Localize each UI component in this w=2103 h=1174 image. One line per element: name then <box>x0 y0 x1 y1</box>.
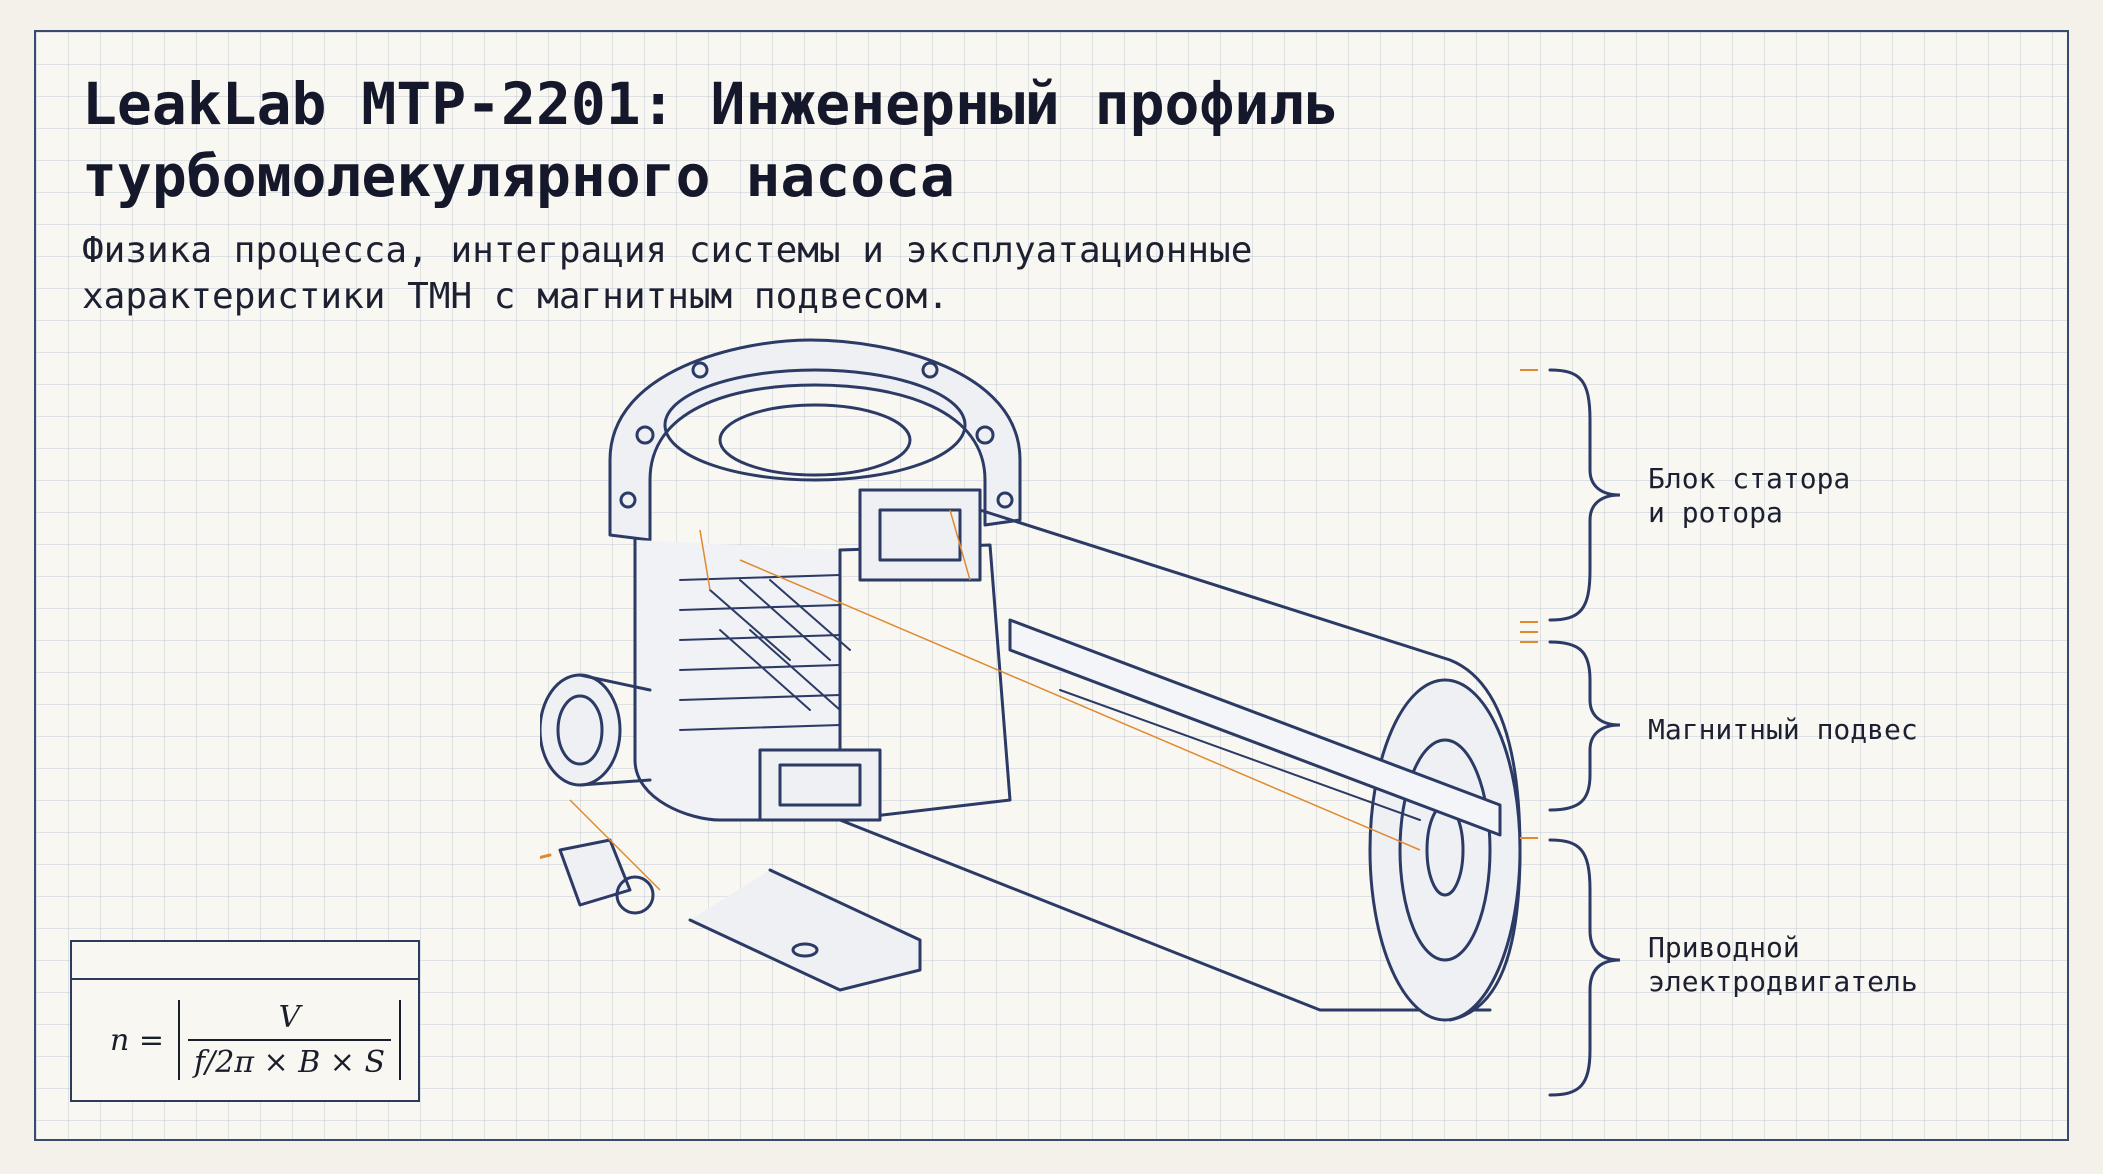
side-port <box>540 673 652 787</box>
magnetic-bearing <box>758 488 982 822</box>
speed-formula: n = V f/2π × B × S <box>110 1000 402 1080</box>
callout-magnetic-bearing: Магнитный подвес <box>1648 713 1918 746</box>
callout-drive-motor: Приводной электродвигатель <box>1648 931 1918 998</box>
formula-lhs: n = <box>110 1022 164 1058</box>
brace-drive-motor <box>1548 838 1620 1097</box>
inlet-flange <box>608 338 1022 542</box>
motor-cylinder <box>838 508 1522 1022</box>
callout-braces <box>1520 368 1620 1097</box>
tick-2 <box>1520 621 1538 633</box>
page-title: LeakLab MTP-2201: Инженерный профиль тур… <box>82 70 1340 210</box>
mounting-foot <box>688 868 922 992</box>
vent-valve <box>540 838 655 915</box>
formula-denominator: f/2π × B × S <box>188 1039 392 1080</box>
callout-stator-rotor: Блок статора и ротора <box>1648 462 1851 529</box>
page-subtitle: Физика процесса, интеграция системы и эк… <box>82 230 1253 317</box>
formula-panel: n = V f/2π × B × S <box>70 940 420 1102</box>
formula-panel-header-rule <box>72 978 418 980</box>
formula-abs-fraction: V f/2π × B × S <box>178 1000 402 1080</box>
pump-cutaway-illustration <box>540 338 1522 1022</box>
rotor-shaft <box>1008 618 1502 837</box>
brace-stator-rotor <box>1548 368 1620 622</box>
formula-numerator: V <box>278 1000 301 1035</box>
brace-magnetic-bearing <box>1548 640 1620 812</box>
